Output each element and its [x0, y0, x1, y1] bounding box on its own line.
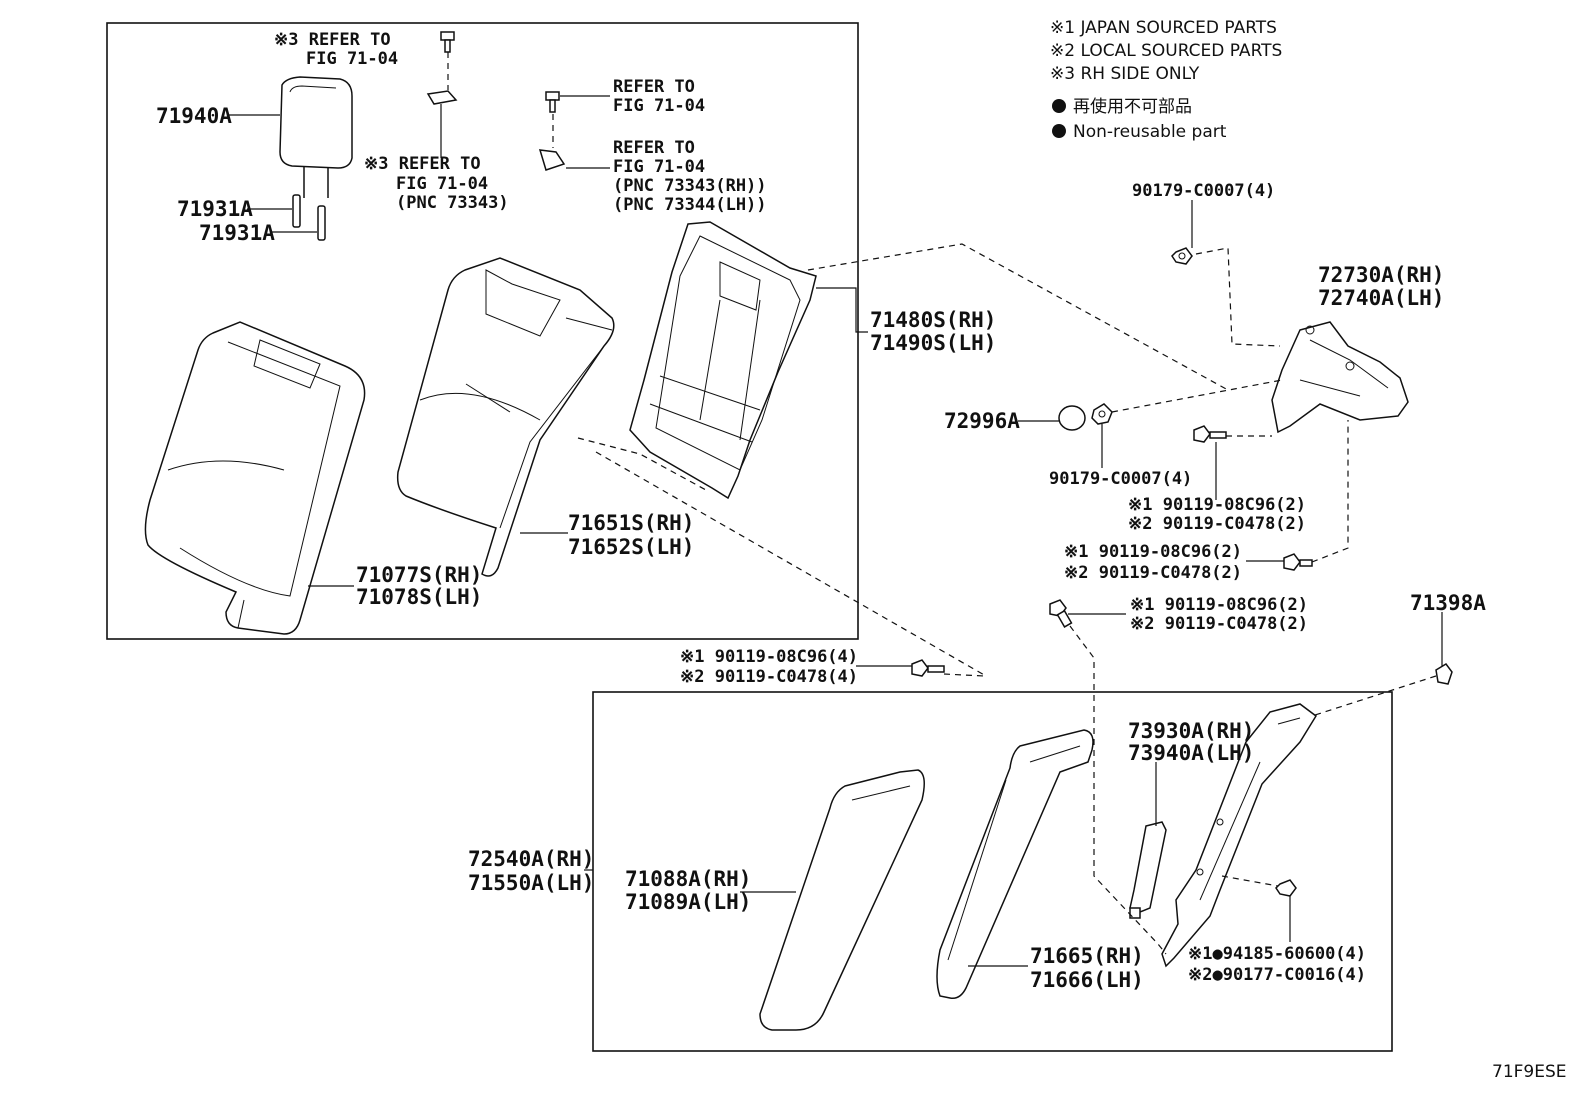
label-bolt[interactable]: ※2 90119-C0478(2) [1128, 514, 1306, 534]
lock-bracket-part[interactable] [538, 91, 566, 171]
hinge-cap-part[interactable] [1058, 405, 1086, 431]
label-support[interactable]: 71931A [199, 221, 275, 245]
seat-hinge-part[interactable] [1271, 321, 1409, 434]
clip-part[interactable] [1435, 663, 1453, 685]
label-refer: FIG 71-04 [613, 96, 705, 116]
legend-note-2: ※2 LOCAL SOURCED PARTS [1050, 41, 1282, 61]
label-bolt[interactable]: ※1 90119-08C96(4) [680, 647, 858, 667]
label-screw[interactable]: ※1●94185-60600(4) [1188, 944, 1366, 964]
seatback-group-frame [106, 22, 859, 640]
label-support[interactable]: 71931A [177, 197, 253, 221]
label-cap[interactable]: 72996A [944, 409, 1020, 433]
label-board[interactable]: 73930A(RH) [1128, 719, 1254, 743]
label-refer: REFER TO [613, 77, 695, 97]
label-bolt[interactable]: ※2 90119-C0478(2) [1130, 614, 1308, 634]
label-refer: (PNC 73343) [396, 193, 509, 213]
label-refer: (PNC 73343(RH)) [613, 176, 767, 196]
assembly-lines [577, 243, 1437, 955]
legend-nonreusable-en: Non-reusable part [1073, 122, 1227, 142]
legend-nonreusable-jp: 再使用不可部品 [1073, 96, 1192, 117]
label-armrest[interactable]: 71550A(LH) [468, 871, 594, 895]
nut-part[interactable] [1171, 247, 1193, 265]
nut-part[interactable] [1091, 403, 1113, 425]
armrest-frame-part[interactable] [1161, 703, 1317, 968]
armrest-board-part[interactable] [1129, 821, 1167, 919]
legend-note-1: ※1 JAPAN SOURCED PARTS [1050, 18, 1277, 38]
label-clip[interactable]: 71398A [1410, 591, 1486, 615]
label-armrest[interactable]: 72540A(RH) [468, 847, 594, 871]
label-refer: (PNC 73344(LH)) [613, 195, 767, 215]
bolt-part[interactable] [1049, 599, 1073, 628]
headrest-bracket-part[interactable] [426, 31, 458, 158]
bolt-part[interactable] [1283, 553, 1313, 571]
label-refer: ※3 REFER TO [274, 30, 391, 50]
label-frame[interactable]: 71490S(LH) [870, 331, 996, 355]
nonreusable-dot-icon [1052, 99, 1066, 113]
label-armrest-pad[interactable]: 71665(RH) [1030, 944, 1144, 968]
label-pad[interactable]: 71652S(LH) [568, 535, 694, 559]
seatback-cover-part[interactable] [144, 321, 366, 635]
armrest-group-frame [592, 691, 1393, 1052]
label-refer: FIG 71-04 [613, 157, 705, 177]
label-bolt[interactable]: ※1 90119-08C96(2) [1128, 495, 1306, 515]
label-nut[interactable]: 90179-C0007(4) [1132, 181, 1275, 201]
label-refer: ※3 REFER TO [364, 154, 481, 174]
label-bolt[interactable]: ※1 90119-08C96(2) [1130, 595, 1308, 615]
label-bolt[interactable]: ※1 90119-08C96(2) [1064, 542, 1242, 562]
label-nut[interactable]: 90179-C0007(4) [1049, 469, 1192, 489]
label-cover[interactable]: 71077S(RH) [356, 563, 482, 587]
label-cover[interactable]: 71078S(LH) [356, 585, 482, 609]
label-headrest[interactable]: 71940A [156, 104, 232, 128]
legend-note-3: ※3 RH SIDE ONLY [1050, 64, 1200, 84]
bolt-part[interactable] [1193, 425, 1227, 443]
headrest-support-part[interactable] [292, 194, 326, 241]
label-hinge[interactable]: 72730A(RH) [1318, 263, 1444, 287]
label-armrest-cover[interactable]: 71088A(RH) [625, 867, 751, 891]
label-refer: FIG 71-04 [306, 49, 398, 69]
leader-lines [229, 95, 1443, 967]
illustration-code: 71F9ESE [1492, 1062, 1567, 1082]
armrest-pad-part[interactable] [936, 729, 1094, 1000]
label-bolt[interactable]: ※2 90119-C0478(4) [680, 667, 858, 687]
bolt-part[interactable] [911, 659, 945, 677]
label-screw[interactable]: ※2●90177-C0016(4) [1188, 965, 1366, 985]
label-armrest-pad[interactable]: 71666(LH) [1030, 968, 1144, 992]
armrest-cover-part[interactable] [759, 769, 925, 1031]
label-refer: FIG 71-04 [396, 174, 488, 194]
nonreusable-dot-icon [1052, 124, 1066, 138]
seatback-frame-part[interactable] [629, 221, 817, 500]
seatback-pad-part[interactable] [396, 257, 615, 577]
armrest-screw-part[interactable] [1275, 879, 1297, 897]
label-armrest-cover[interactable]: 71089A(LH) [625, 890, 751, 914]
label-frame[interactable]: 71480S(RH) [870, 308, 996, 332]
label-board[interactable]: 73940A(LH) [1128, 741, 1254, 765]
headrest-part[interactable] [279, 76, 353, 198]
label-hinge[interactable]: 72740A(LH) [1318, 286, 1444, 310]
label-bolt[interactable]: ※2 90119-C0478(2) [1064, 563, 1242, 583]
label-pad[interactable]: 71651S(RH) [568, 511, 694, 535]
label-refer: REFER TO [613, 138, 695, 158]
